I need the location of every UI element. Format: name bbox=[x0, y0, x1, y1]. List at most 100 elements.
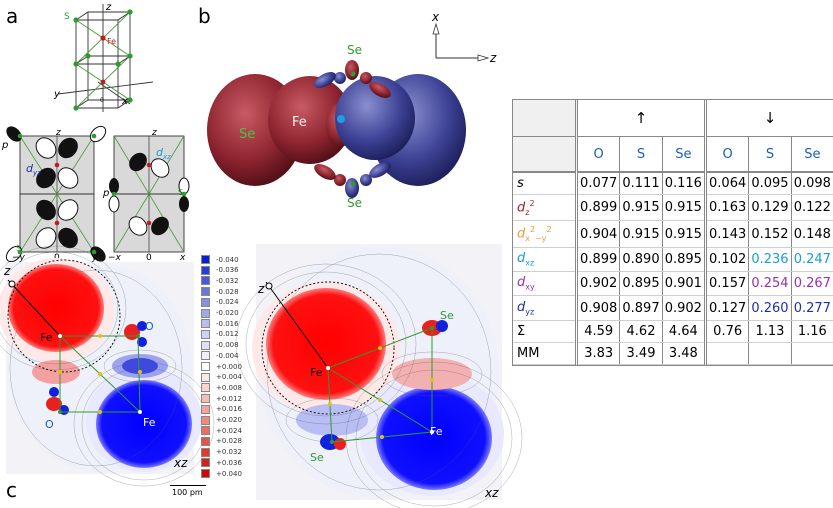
orbital-p-label: p bbox=[2, 140, 9, 151]
colorscale-label: -0.016 bbox=[216, 319, 239, 328]
row-label-main: MM bbox=[517, 345, 540, 361]
colorscale-label: -0.012 bbox=[216, 330, 239, 339]
tick-x: x bbox=[180, 253, 186, 263]
row-label: dyz bbox=[513, 295, 578, 321]
table-cell: 0.095 bbox=[748, 171, 792, 196]
panel-b-isosurface bbox=[207, 60, 466, 198]
table-header-spin: ↑ ↓ bbox=[513, 100, 833, 138]
tick-minus-y: −y bbox=[12, 253, 25, 263]
colorscale-entry: -0.004 bbox=[201, 351, 239, 361]
colorscale-entry: +0.020 bbox=[201, 415, 242, 425]
colorscale-swatch bbox=[201, 329, 210, 339]
colorscale-entry: +0.032 bbox=[201, 447, 242, 457]
colorscale-label: -0.036 bbox=[216, 266, 239, 275]
colorscale-entry: -0.024 bbox=[201, 297, 239, 307]
table-cell: 0.064 bbox=[705, 171, 750, 196]
d-plane-label: xz bbox=[485, 486, 499, 500]
colorscale-label: -0.028 bbox=[216, 287, 239, 296]
colorscale-swatch bbox=[201, 458, 210, 468]
colorscale-swatch bbox=[201, 469, 210, 478]
table-cell: 0.157 bbox=[705, 271, 750, 297]
colorscale-swatch bbox=[201, 372, 210, 382]
d-label-se-left: Se bbox=[310, 451, 324, 464]
d-label-fe-top: Fe bbox=[310, 366, 323, 379]
c-label-o-left: O bbox=[45, 418, 54, 431]
b-label-se-left: Se bbox=[239, 127, 256, 142]
atom-label-s: S bbox=[64, 12, 70, 22]
colorscale-swatch bbox=[201, 415, 210, 425]
col-header: S bbox=[619, 136, 663, 173]
colorscale-swatch bbox=[201, 404, 210, 414]
colorscale-entry: +0.000 bbox=[201, 362, 242, 371]
table-cell bbox=[705, 342, 750, 366]
orbital-right-z-label: z bbox=[152, 128, 157, 138]
row-label-sub: xy bbox=[525, 282, 535, 292]
colorscale-entry: +0.008 bbox=[201, 383, 242, 393]
table-cell: 0.277 bbox=[791, 295, 833, 321]
colorscale-label: -0.020 bbox=[216, 309, 239, 317]
row-label-main: d bbox=[517, 299, 526, 315]
b-axis-x: x bbox=[432, 10, 440, 24]
table-cell: 0.915 bbox=[619, 220, 663, 248]
table-cell: 0.098 bbox=[791, 171, 833, 196]
table-cell: 0.122 bbox=[791, 194, 833, 222]
orbital-dxz-label: dxz bbox=[156, 146, 171, 161]
panel-c-contour-map bbox=[0, 245, 215, 487]
row-label-main: Σ bbox=[517, 323, 526, 339]
colorscale-swatch bbox=[201, 394, 210, 404]
col-header: Se bbox=[662, 136, 707, 173]
panel-letter-a: a bbox=[6, 4, 19, 28]
row-label-sup: 2 bbox=[530, 225, 536, 235]
table-cell: 1.16 bbox=[791, 320, 833, 343]
colorscale-swatch bbox=[201, 287, 210, 297]
colorscale-label: +0.008 bbox=[216, 383, 242, 392]
colorscale-label: +0.028 bbox=[216, 437, 242, 446]
colorscale-label: +0.032 bbox=[216, 448, 242, 457]
tick-minus-x: −x bbox=[108, 253, 121, 263]
table-cell: 0.902 bbox=[662, 295, 707, 321]
colorscale-entry: -0.008 bbox=[201, 340, 239, 350]
row-label-sup2: 2 bbox=[546, 225, 552, 235]
colorscale-entry: +0.024 bbox=[201, 426, 242, 436]
colorscale-swatch bbox=[201, 447, 210, 457]
colorscale-label: -0.004 bbox=[216, 351, 239, 360]
colorscale-label: +0.040 bbox=[216, 469, 242, 478]
table-cell: 0.895 bbox=[662, 247, 707, 273]
colorscale-label: -0.032 bbox=[216, 276, 239, 285]
colorscale-swatch bbox=[201, 383, 210, 393]
table-cell: 4.64 bbox=[662, 320, 707, 343]
origin-label: 0 bbox=[100, 97, 104, 104]
row-label: dz2 bbox=[513, 194, 578, 222]
table-cell: 0.267 bbox=[791, 271, 833, 297]
b-axis-z: z bbox=[490, 51, 497, 65]
table-cell: 0.247 bbox=[791, 247, 833, 273]
colorscale-entry: -0.036 bbox=[201, 265, 239, 275]
axis-label-x: x bbox=[122, 96, 128, 107]
colorscale-swatch bbox=[201, 436, 210, 446]
table-cell: 0.915 bbox=[662, 220, 707, 248]
colorscale-label: +0.020 bbox=[216, 416, 242, 424]
col-header: S bbox=[748, 136, 792, 173]
table-cell: 0.899 bbox=[576, 194, 621, 222]
orbital-p-right-label: p bbox=[103, 188, 110, 199]
colorscale-label: +0.016 bbox=[216, 405, 242, 414]
d-label-se-right: Se bbox=[440, 309, 454, 322]
table-cell: 0.908 bbox=[576, 295, 621, 321]
atom-label-fe: Fe bbox=[107, 37, 117, 46]
orbital-diagram-left bbox=[5, 125, 107, 263]
table-cell: 0.76 bbox=[705, 320, 750, 343]
table-cell: 0.915 bbox=[619, 194, 663, 222]
row-label-sub: z bbox=[525, 207, 530, 217]
table-cell bbox=[748, 342, 792, 366]
c-plane-label: xz bbox=[174, 456, 188, 470]
row-label-sub2: −y bbox=[535, 234, 547, 244]
colorscale-label: +0.036 bbox=[216, 458, 242, 467]
table-cell: 0.116 bbox=[662, 171, 707, 196]
row-label-sub: yz bbox=[525, 307, 535, 317]
panel-d-contour-map bbox=[235, 244, 523, 508]
